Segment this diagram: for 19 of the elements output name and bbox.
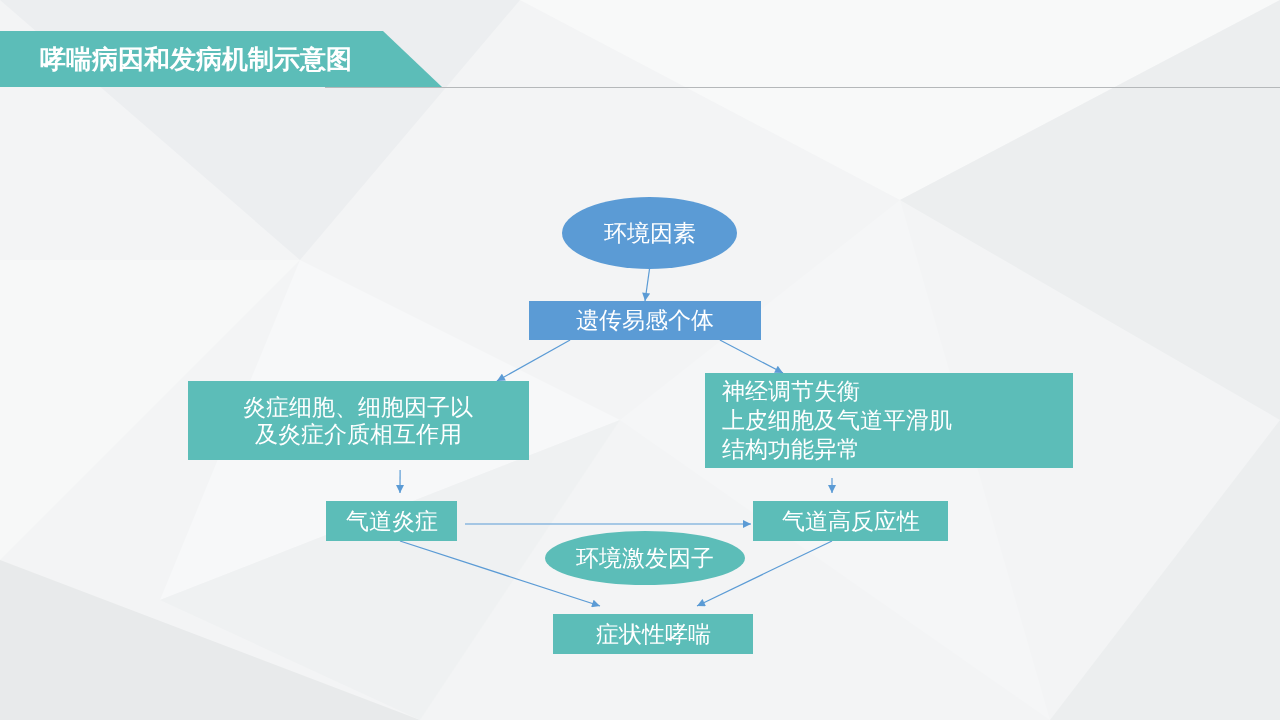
arrow	[464, 520, 752, 528]
process-box: 气道高反应性	[753, 501, 948, 541]
arrow	[642, 268, 651, 302]
arrow	[496, 339, 571, 382]
title: 哮喘病因和发病机制示意图	[40, 44, 352, 74]
process-box: 症状性哮喘	[553, 614, 753, 654]
process-box: 炎症细胞、细胞因子以及炎症介质相互作用	[188, 381, 529, 460]
arrow	[828, 477, 836, 494]
process-box: 遗传易感个体	[529, 301, 761, 340]
arrow	[396, 469, 405, 494]
node-text: 上皮细胞及气道平滑肌结构功能异常	[722, 406, 953, 464]
process-box	[705, 373, 1073, 468]
ellipse-node: 环境因素	[562, 197, 737, 269]
arrow	[399, 540, 601, 608]
ellipse-node: 环境激发因子	[545, 531, 745, 585]
arrow	[696, 540, 833, 607]
node-text: 神经调节失衡	[722, 377, 861, 406]
arrow	[719, 339, 784, 374]
process-box: 气道炎症	[326, 501, 457, 541]
